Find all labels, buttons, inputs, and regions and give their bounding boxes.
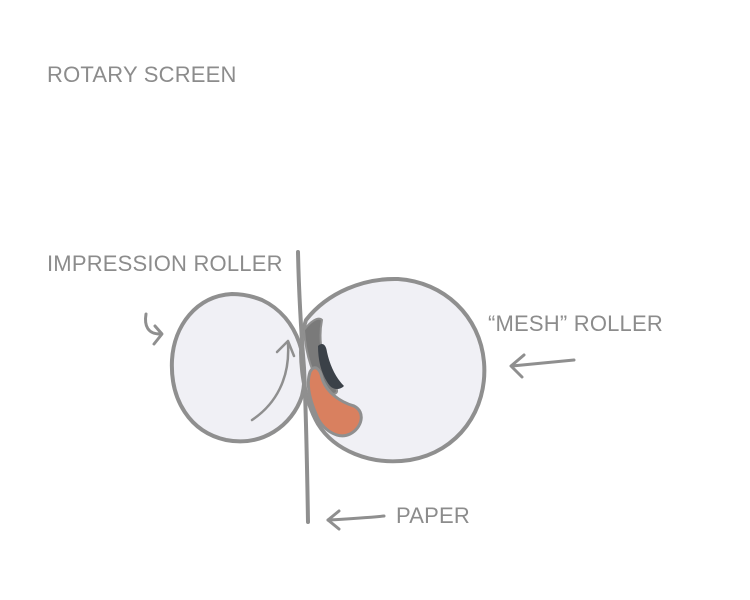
diagram-title: ROTARY SCREEN <box>47 62 237 87</box>
mesh-pointer-arrow-icon <box>510 358 576 368</box>
paper-pointer-arrowhead-icon <box>326 509 341 531</box>
mesh-pointer-arrowhead-icon <box>509 353 526 379</box>
impression-roller <box>169 292 307 444</box>
mesh-roller-label: “MESH” ROLLER <box>488 311 663 336</box>
hook-arrow-icon <box>144 312 162 336</box>
rotation-arrowhead-icon <box>275 339 296 358</box>
paper-label: PAPER <box>396 503 470 528</box>
hook-arrowhead-icon <box>152 324 164 346</box>
paper-sheet <box>296 250 310 524</box>
ink-blade <box>318 344 344 389</box>
impression-roller-label: IMPRESSION ROLLER <box>47 251 283 276</box>
ink-reservoir <box>306 366 363 438</box>
paper-pointer-arrow-icon <box>326 514 386 522</box>
rotation-arrow-icon <box>250 342 290 422</box>
